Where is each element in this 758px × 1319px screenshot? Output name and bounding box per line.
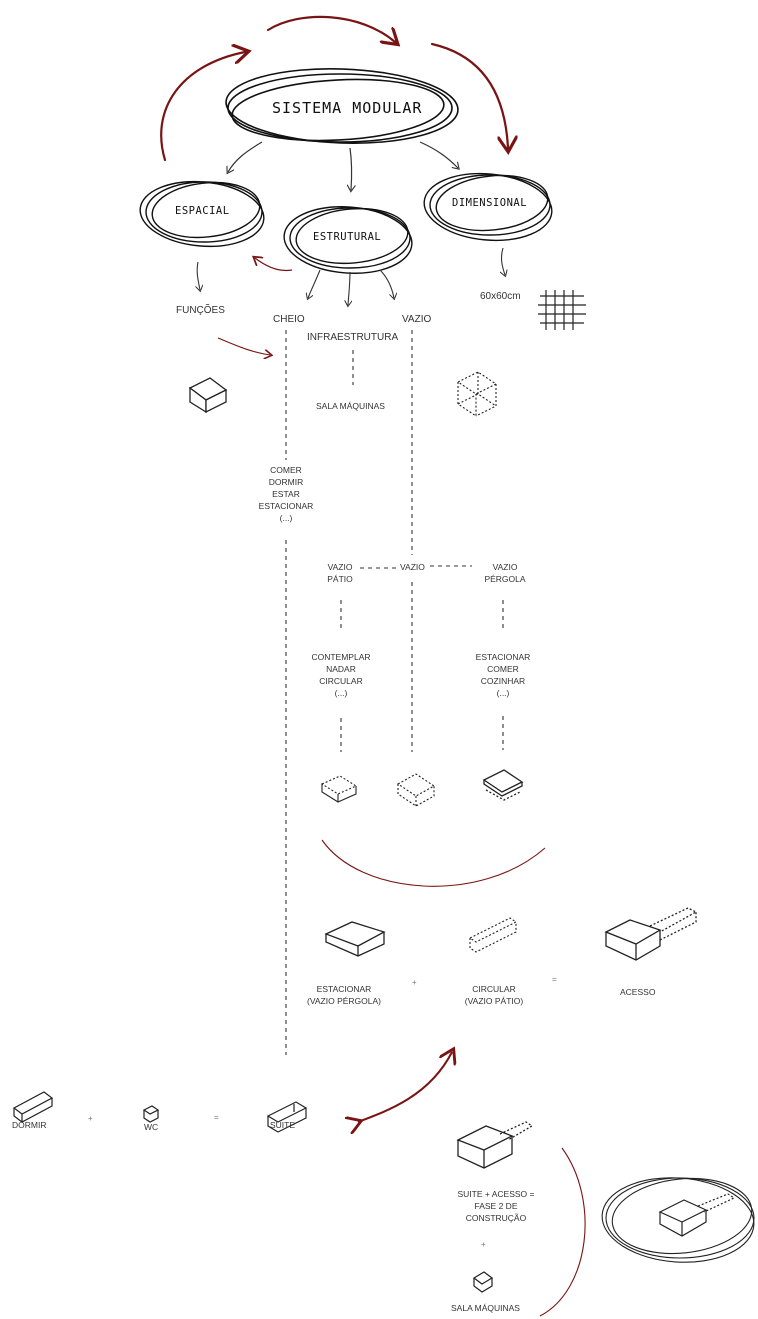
wc-label: WC: [144, 1122, 159, 1132]
dormir-label: DORMIR: [12, 1120, 47, 1130]
patio-functions: CONTEMPLAR NADAR CIRCULAR (...): [311, 652, 371, 698]
access-equals: =: [552, 975, 557, 984]
phase2-extra-label: SALA MÁQUINAS: [451, 1303, 520, 1313]
title-ellipse: [225, 68, 459, 144]
vazio-center-label: VAZIO: [400, 562, 425, 572]
group-arc: [321, 839, 546, 887]
final-ellipse: [601, 1177, 755, 1263]
dimensional-ellipse: [423, 172, 553, 242]
circular-icon: [468, 917, 518, 953]
estrutural-ellipse: [283, 206, 413, 274]
cheio-label: CHEIO: [273, 314, 305, 325]
phase2-plus: +: [481, 1240, 486, 1249]
wc-icon: [142, 1105, 160, 1123]
estacionar-label: ESTACIONAR (VAZIO PÉRGOLA): [307, 984, 381, 1006]
vazio-center-cube-icon: [396, 773, 436, 807]
suite-label: SUITE: [270, 1120, 296, 1130]
sala-maquinas-label: SALA MÁQUINAS: [316, 401, 385, 411]
vazio-pergola-label: VAZIO PÉRGOLA: [484, 562, 526, 584]
vazio-label: VAZIO: [402, 314, 432, 325]
sala-maquinas-icon: [472, 1271, 494, 1293]
circular-label: CIRCULAR (VAZIO PÁTIO): [464, 984, 524, 1006]
pergola-cube-icon: [482, 769, 524, 801]
funcoes-label: FUNÇÕES: [176, 305, 225, 316]
final-icon: [658, 1193, 736, 1237]
dimensional-label: DIMENSIONAL: [452, 197, 528, 209]
double-arrow: [358, 1052, 452, 1122]
phase-arc: [539, 1147, 586, 1317]
patio-cube-icon: [320, 775, 358, 803]
cycle-arrows: [160, 15, 508, 162]
grid-icon: [538, 290, 586, 330]
vazio-patio-label: VAZIO PÁTIO: [327, 562, 353, 584]
dormir-icon: [12, 1091, 54, 1123]
dimension-value: 60x60cm: [480, 291, 521, 302]
suite-plus: +: [88, 1114, 93, 1123]
cheio-cube-icon: [188, 377, 228, 414]
estacionar-icon: [324, 921, 386, 957]
title: SISTEMA MODULAR: [272, 99, 423, 117]
suite-equals: =: [214, 1113, 219, 1122]
vazio-cube-icon: [456, 371, 498, 418]
access-plus: +: [412, 978, 417, 987]
phase2-label: SUITE + ACESSO = FASE 2 DE CONSTRUÇÃO: [457, 1189, 535, 1223]
phase2-icon: [456, 1121, 534, 1169]
espacial-ellipse: [139, 180, 265, 248]
acesso-label: ACESSO: [620, 987, 656, 997]
acesso-icon: [604, 907, 698, 961]
infraestrutura-label: INFRAESTRUTURA: [307, 332, 399, 343]
espacial-label: ESPACIAL: [175, 205, 230, 217]
suite-icon: [266, 1101, 308, 1133]
cheio-functions: COMER DORMIR ESTAR ESTACIONAR (...): [258, 465, 314, 523]
pergola-functions: ESTACIONAR COMER COZINHAR (...): [475, 652, 531, 698]
estrutural-label: ESTRUTURAL: [313, 231, 382, 243]
